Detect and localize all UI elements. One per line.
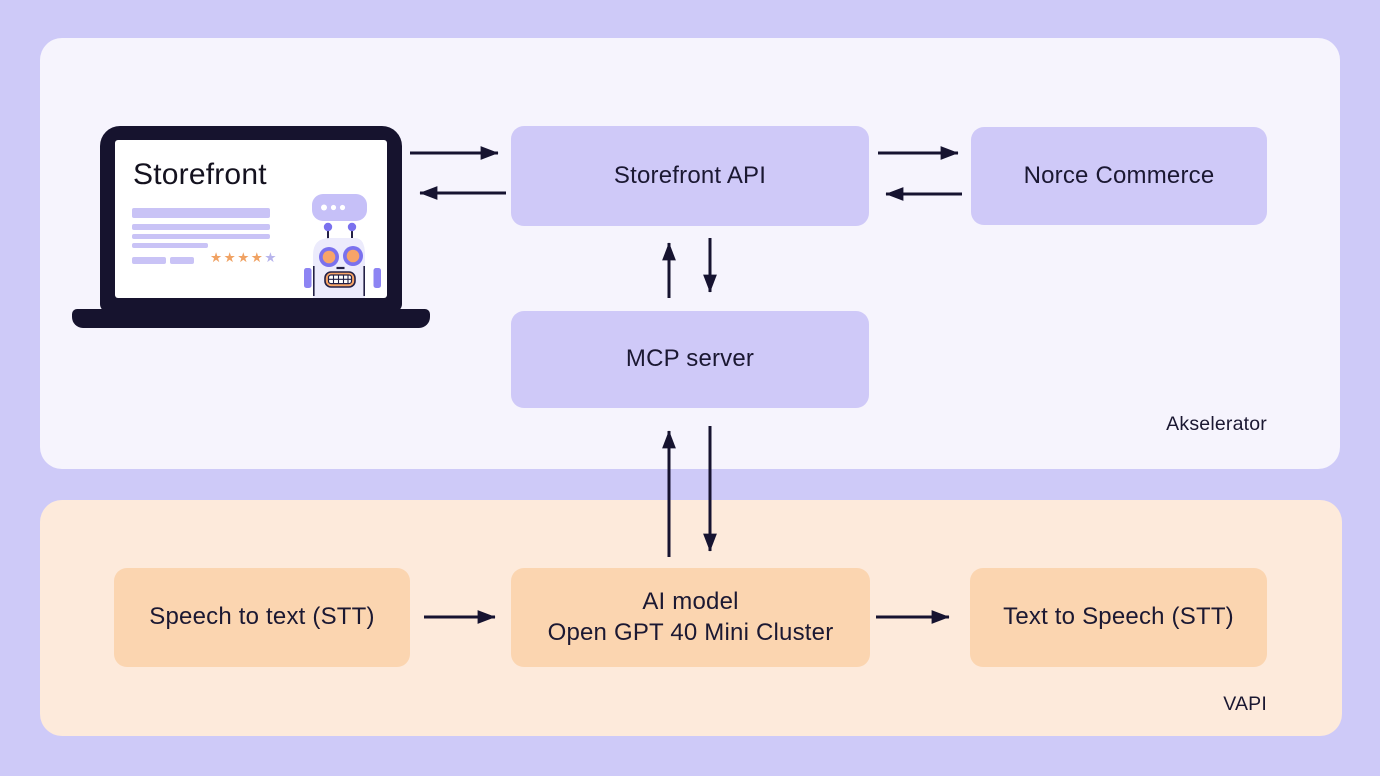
- node-ai-model-line2: Open GPT 40 Mini Cluster: [547, 618, 834, 646]
- node-norce-commerce: Norce Commerce: [971, 127, 1267, 225]
- node-storefront-api: Storefront API: [511, 126, 869, 226]
- screen-text-line: [132, 242, 208, 248]
- node-ai-model-line1: AI model: [642, 587, 739, 615]
- node-mcp-server: MCP server: [511, 311, 869, 408]
- node-mcp-server-label: MCP server: [625, 345, 755, 373]
- node-speech-to-text: Speech to text (STT): [114, 568, 410, 667]
- screen-text-line: [132, 224, 270, 230]
- rating-stars-icon: ★★★★★: [210, 250, 278, 266]
- node-ai-model: AI model Open GPT 40 Mini Cluster: [511, 568, 870, 667]
- node-speech-to-text-label: Speech to text (STT): [149, 603, 375, 631]
- rating-stars-filled: ★★★★: [210, 250, 265, 265]
- node-storefront-api-label: Storefront API: [613, 161, 767, 189]
- rating-star-empty: ★: [264, 250, 279, 265]
- screen-text-line: [132, 257, 166, 264]
- vapi-label: VAPI: [1223, 693, 1267, 715]
- node-text-to-speech-label: Text to Speech (STT): [1003, 603, 1234, 631]
- akselerator-label: Akselerator: [1166, 413, 1267, 435]
- screen-text-line: [170, 257, 194, 264]
- laptop-screen: Storefront ★★★★★: [115, 140, 387, 298]
- chatbot-robot-icon: [304, 194, 381, 298]
- storefront-laptop: Storefront ★★★★★: [100, 126, 402, 312]
- screen-text-line: [132, 233, 270, 239]
- laptop-base: [72, 309, 430, 328]
- node-norce-commerce-label: Norce Commerce: [1023, 161, 1215, 189]
- storefront-screen-title: Storefront: [133, 158, 267, 191]
- screen-text-line: [132, 208, 270, 218]
- node-text-to-speech: Text to Speech (STT): [970, 568, 1267, 667]
